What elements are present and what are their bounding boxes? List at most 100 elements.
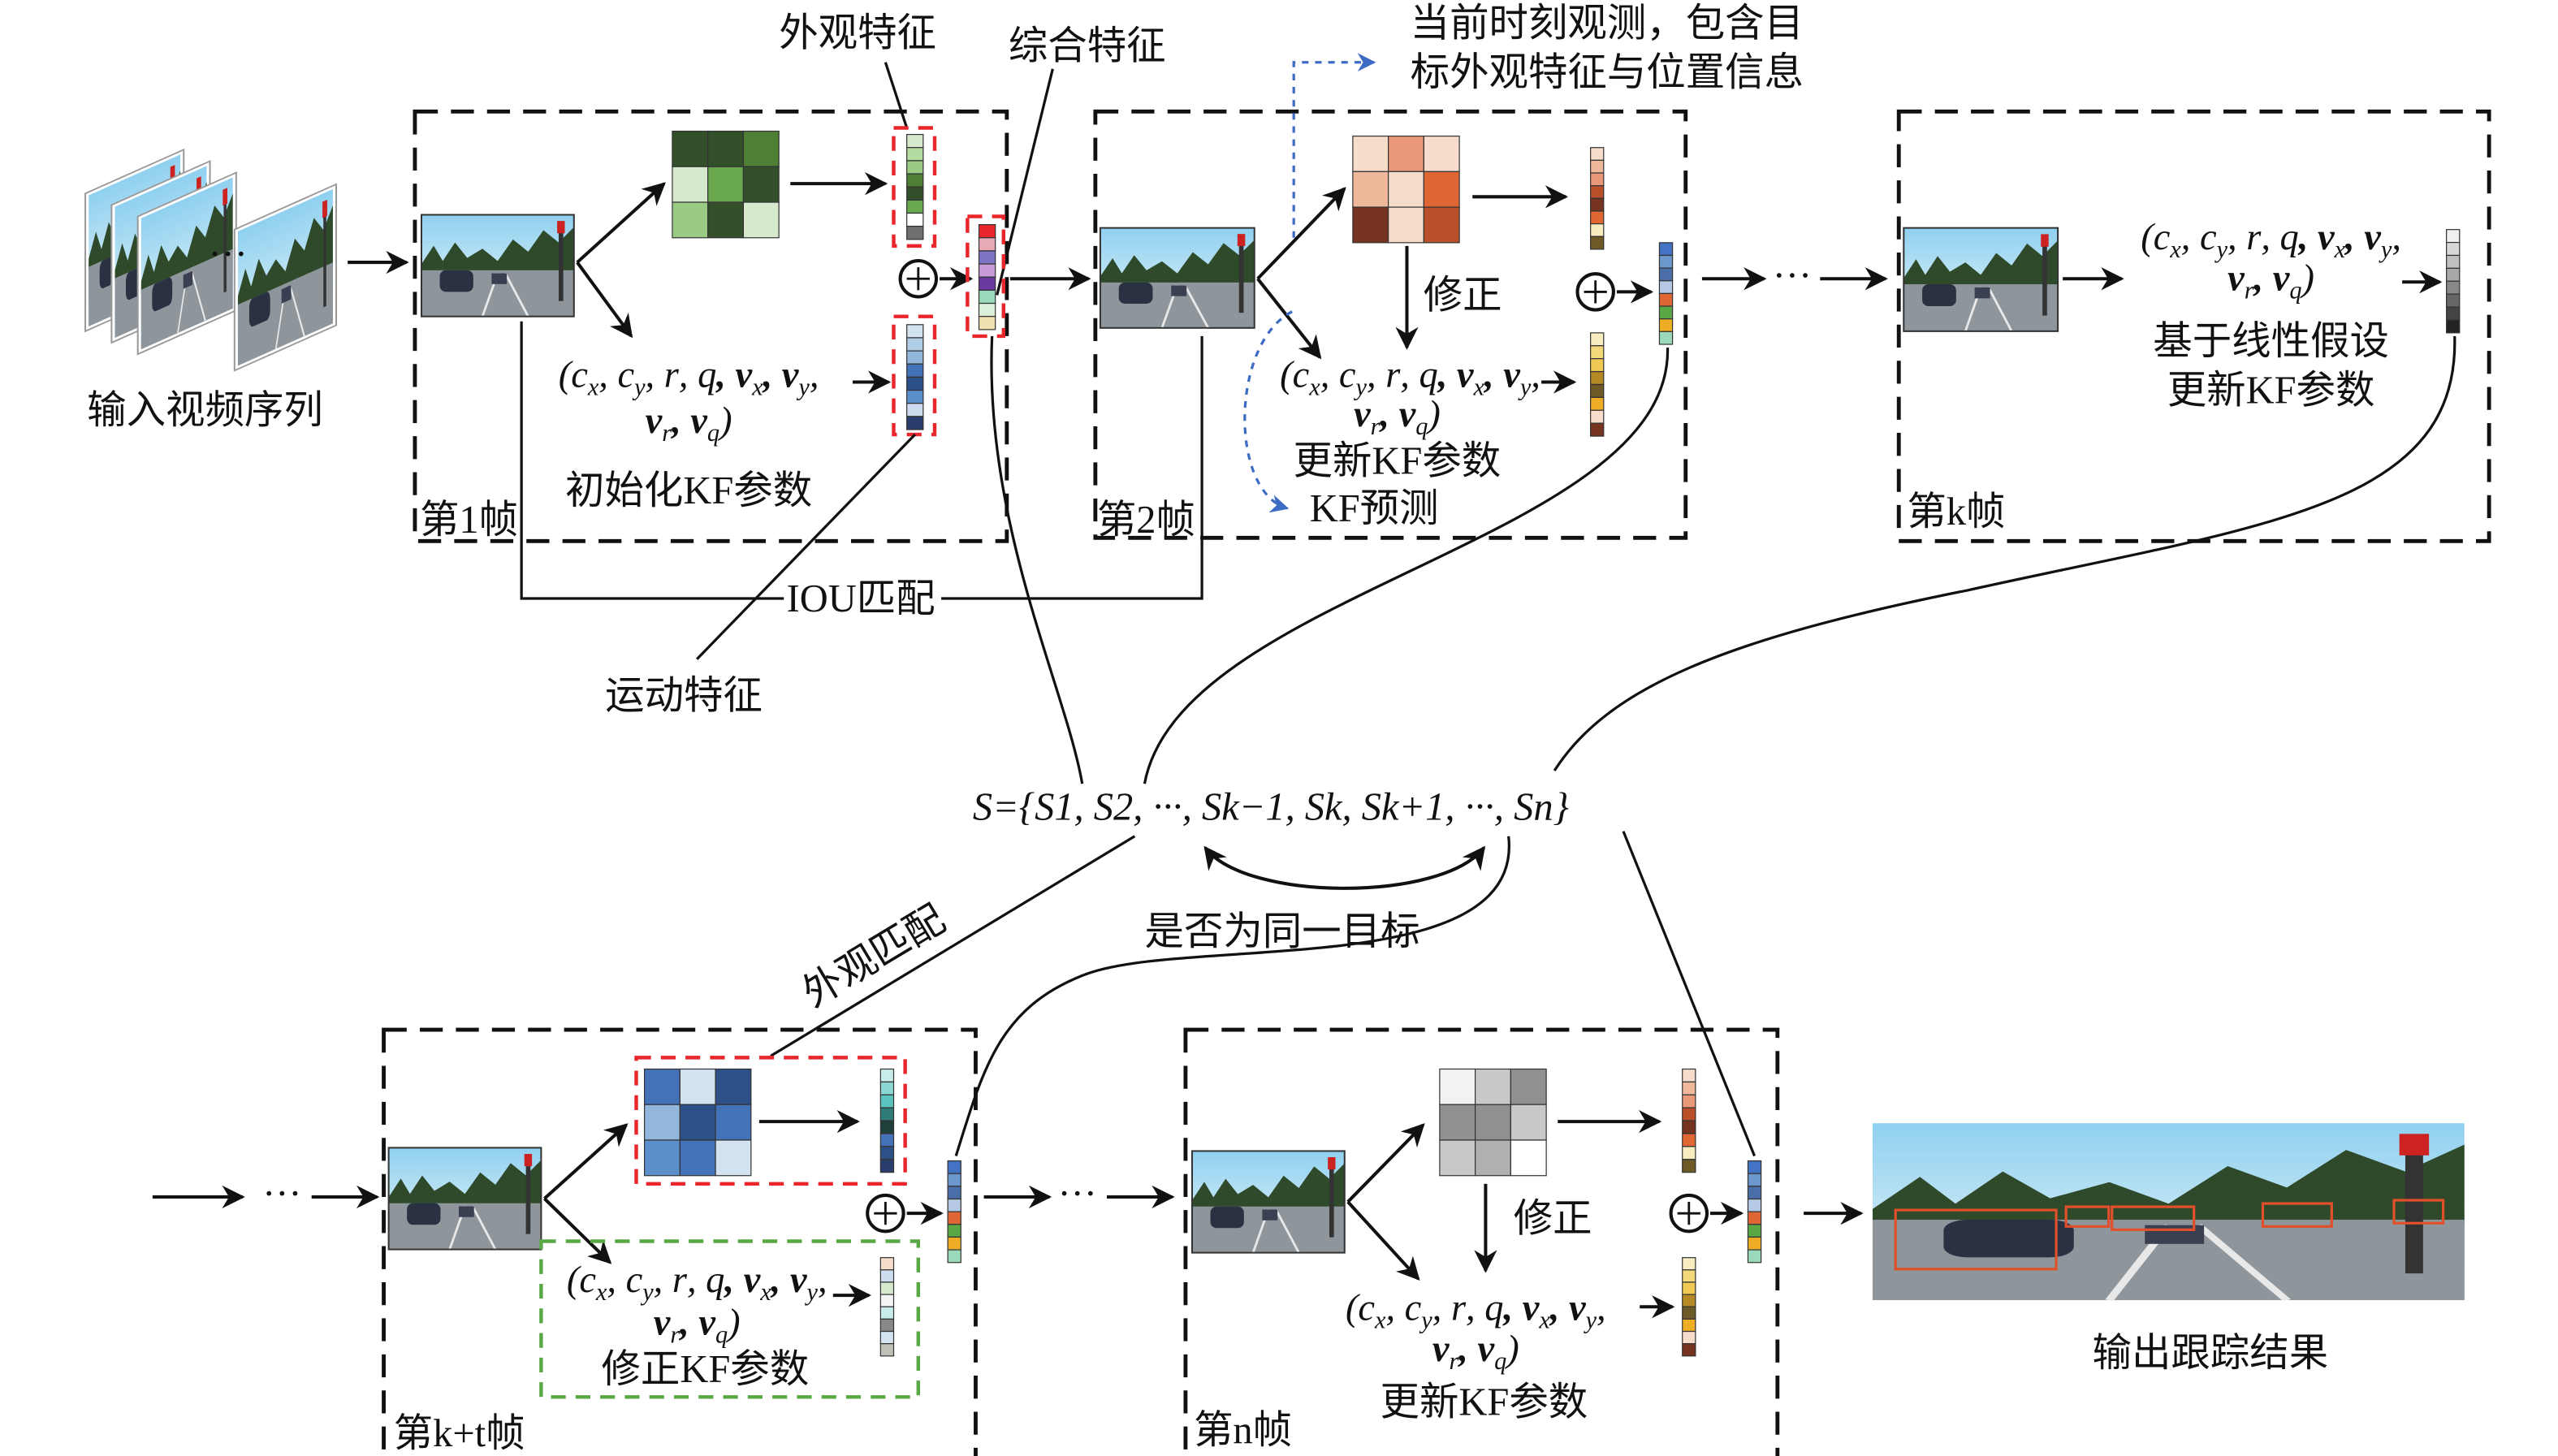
appearance-matrix	[672, 130, 780, 239]
vector-cell	[879, 1257, 895, 1271]
vector-cell	[1658, 254, 1674, 269]
vector-cell	[1658, 242, 1674, 257]
vector-cell	[1590, 370, 1605, 386]
correction-highlight	[539, 1239, 921, 1399]
vector-cell	[1682, 1343, 1696, 1357]
vector-cell	[879, 1146, 895, 1160]
state-formula-line2: vr, vq)	[1432, 1329, 1519, 1375]
vector-cell	[879, 1330, 895, 1345]
vector-cell	[879, 1306, 895, 1320]
same-target-compare-arrow	[1203, 845, 1486, 890]
matrix-cell	[715, 1139, 752, 1177]
frame-1-box: (cx, cy, r, q, vx, vy, vr, vq) 初始化KF参数 第…	[413, 109, 1009, 543]
vector-cell	[1658, 292, 1674, 307]
vector-cell	[1682, 1330, 1696, 1345]
vector-cell	[947, 1224, 961, 1238]
matrix-cell	[1423, 135, 1460, 172]
matrix-cell	[643, 1068, 681, 1105]
vector-cell	[1682, 1294, 1696, 1307]
ellipsis: ···	[262, 1173, 301, 1216]
vector-cell	[1590, 332, 1605, 347]
vector-cell	[1590, 185, 1605, 199]
vector-cell	[906, 212, 924, 227]
motion-feature-label: 运动特征	[605, 674, 763, 717]
matrix-cell	[643, 1139, 681, 1177]
vector-cell	[1590, 396, 1605, 411]
iou-match-label: IOU匹配	[787, 577, 935, 620]
vector-cell	[1747, 1236, 1762, 1251]
vector-cell	[1590, 345, 1605, 360]
vector-cell	[1658, 331, 1674, 345]
state-set: S={S1, S2, ···, Sk−1, Sk, Sk+1, ···, Sn}	[973, 786, 1569, 829]
vector-cell	[879, 1159, 895, 1173]
frame-n-image	[1191, 1151, 1345, 1253]
combined-vector	[1747, 1160, 1762, 1264]
vector-cell	[978, 302, 996, 318]
input-sequence-label: 输入视频序列	[87, 389, 323, 432]
state-formula-line1: (cx, cy, r, q, vx, vy,	[567, 1259, 827, 1306]
matrix-cell	[672, 201, 709, 239]
vector-cell	[906, 186, 924, 201]
vector-cell	[906, 363, 924, 378]
vector-cell	[879, 1081, 895, 1095]
combined-highlight	[966, 214, 1006, 339]
matrix-cell	[1439, 1068, 1476, 1105]
vector-cell	[1590, 172, 1605, 187]
vector-cell	[1682, 1068, 1696, 1082]
frame-2-label: 第2帧	[1097, 499, 1195, 542]
matrix-cell	[1475, 1139, 1511, 1177]
state-formula-line2: vr, vq)	[646, 400, 732, 447]
vector-cell	[1590, 358, 1605, 373]
matrix-cell	[643, 1104, 681, 1141]
appearance-match-highlight	[634, 1056, 907, 1186]
vector-cell	[1682, 1094, 1696, 1108]
matrix-cell	[1423, 171, 1460, 208]
vector-cell	[906, 416, 924, 430]
vector-cell	[1590, 147, 1605, 161]
input-video-stack: ···	[84, 148, 338, 372]
vector-cell	[906, 389, 924, 404]
matrix-cell	[742, 201, 780, 239]
concat-icon	[1669, 1193, 1709, 1233]
matrix-cell	[707, 201, 745, 239]
vector-cell	[906, 133, 924, 149]
same-target-label: 是否为同一目标	[1144, 910, 1419, 953]
vector-cell	[906, 160, 924, 175]
update-kf-label: 更新KF参数	[1294, 440, 1502, 483]
vector-cell	[1682, 1120, 1696, 1134]
frame-k-label: 第k帧	[1907, 490, 2005, 534]
vector-cell	[2446, 229, 2461, 244]
vector-cell	[978, 237, 996, 252]
state-formula-line1: (cx, cy, r, q, vx, vy,	[1346, 1287, 1606, 1333]
vector-cell	[906, 324, 924, 339]
motion-vector	[879, 1257, 895, 1357]
state-formula-line2: vr, vq)	[1354, 394, 1441, 440]
state-formula-line1: (cx, cy, r, q, vx, vy,	[559, 355, 819, 401]
vector-cell	[906, 337, 924, 352]
appearance-vector	[906, 133, 924, 240]
vector-cell	[879, 1068, 895, 1082]
vector-cell	[879, 1343, 895, 1357]
vector-cell	[906, 376, 924, 391]
frame-2-image	[1100, 227, 1255, 328]
appearance-highlight	[892, 126, 937, 248]
appearance-matrix	[643, 1068, 752, 1177]
concat-icon	[898, 259, 939, 299]
matrix-cell	[1439, 1104, 1476, 1141]
correct-kf-label: 修正KF参数	[601, 1348, 809, 1391]
vector-cell	[978, 263, 996, 278]
vector-cell	[1747, 1211, 1762, 1225]
vector-cell	[1590, 422, 1605, 437]
combined-vector	[1658, 242, 1674, 345]
vector-cell	[1682, 1081, 1696, 1095]
vector-cell	[906, 350, 924, 365]
motion-vector	[1682, 1257, 1696, 1357]
ellipsis: ···	[1773, 254, 1812, 297]
vector-cell	[1747, 1198, 1762, 1212]
appearance-matrix	[1439, 1068, 1547, 1177]
appearance-vector	[1682, 1068, 1696, 1173]
observation-note-line2: 标外观特征与位置信息	[1411, 51, 1804, 94]
vector-cell	[1747, 1186, 1762, 1200]
vector-cell	[879, 1120, 895, 1134]
appearance-feature-label: 外观特征	[779, 12, 936, 55]
